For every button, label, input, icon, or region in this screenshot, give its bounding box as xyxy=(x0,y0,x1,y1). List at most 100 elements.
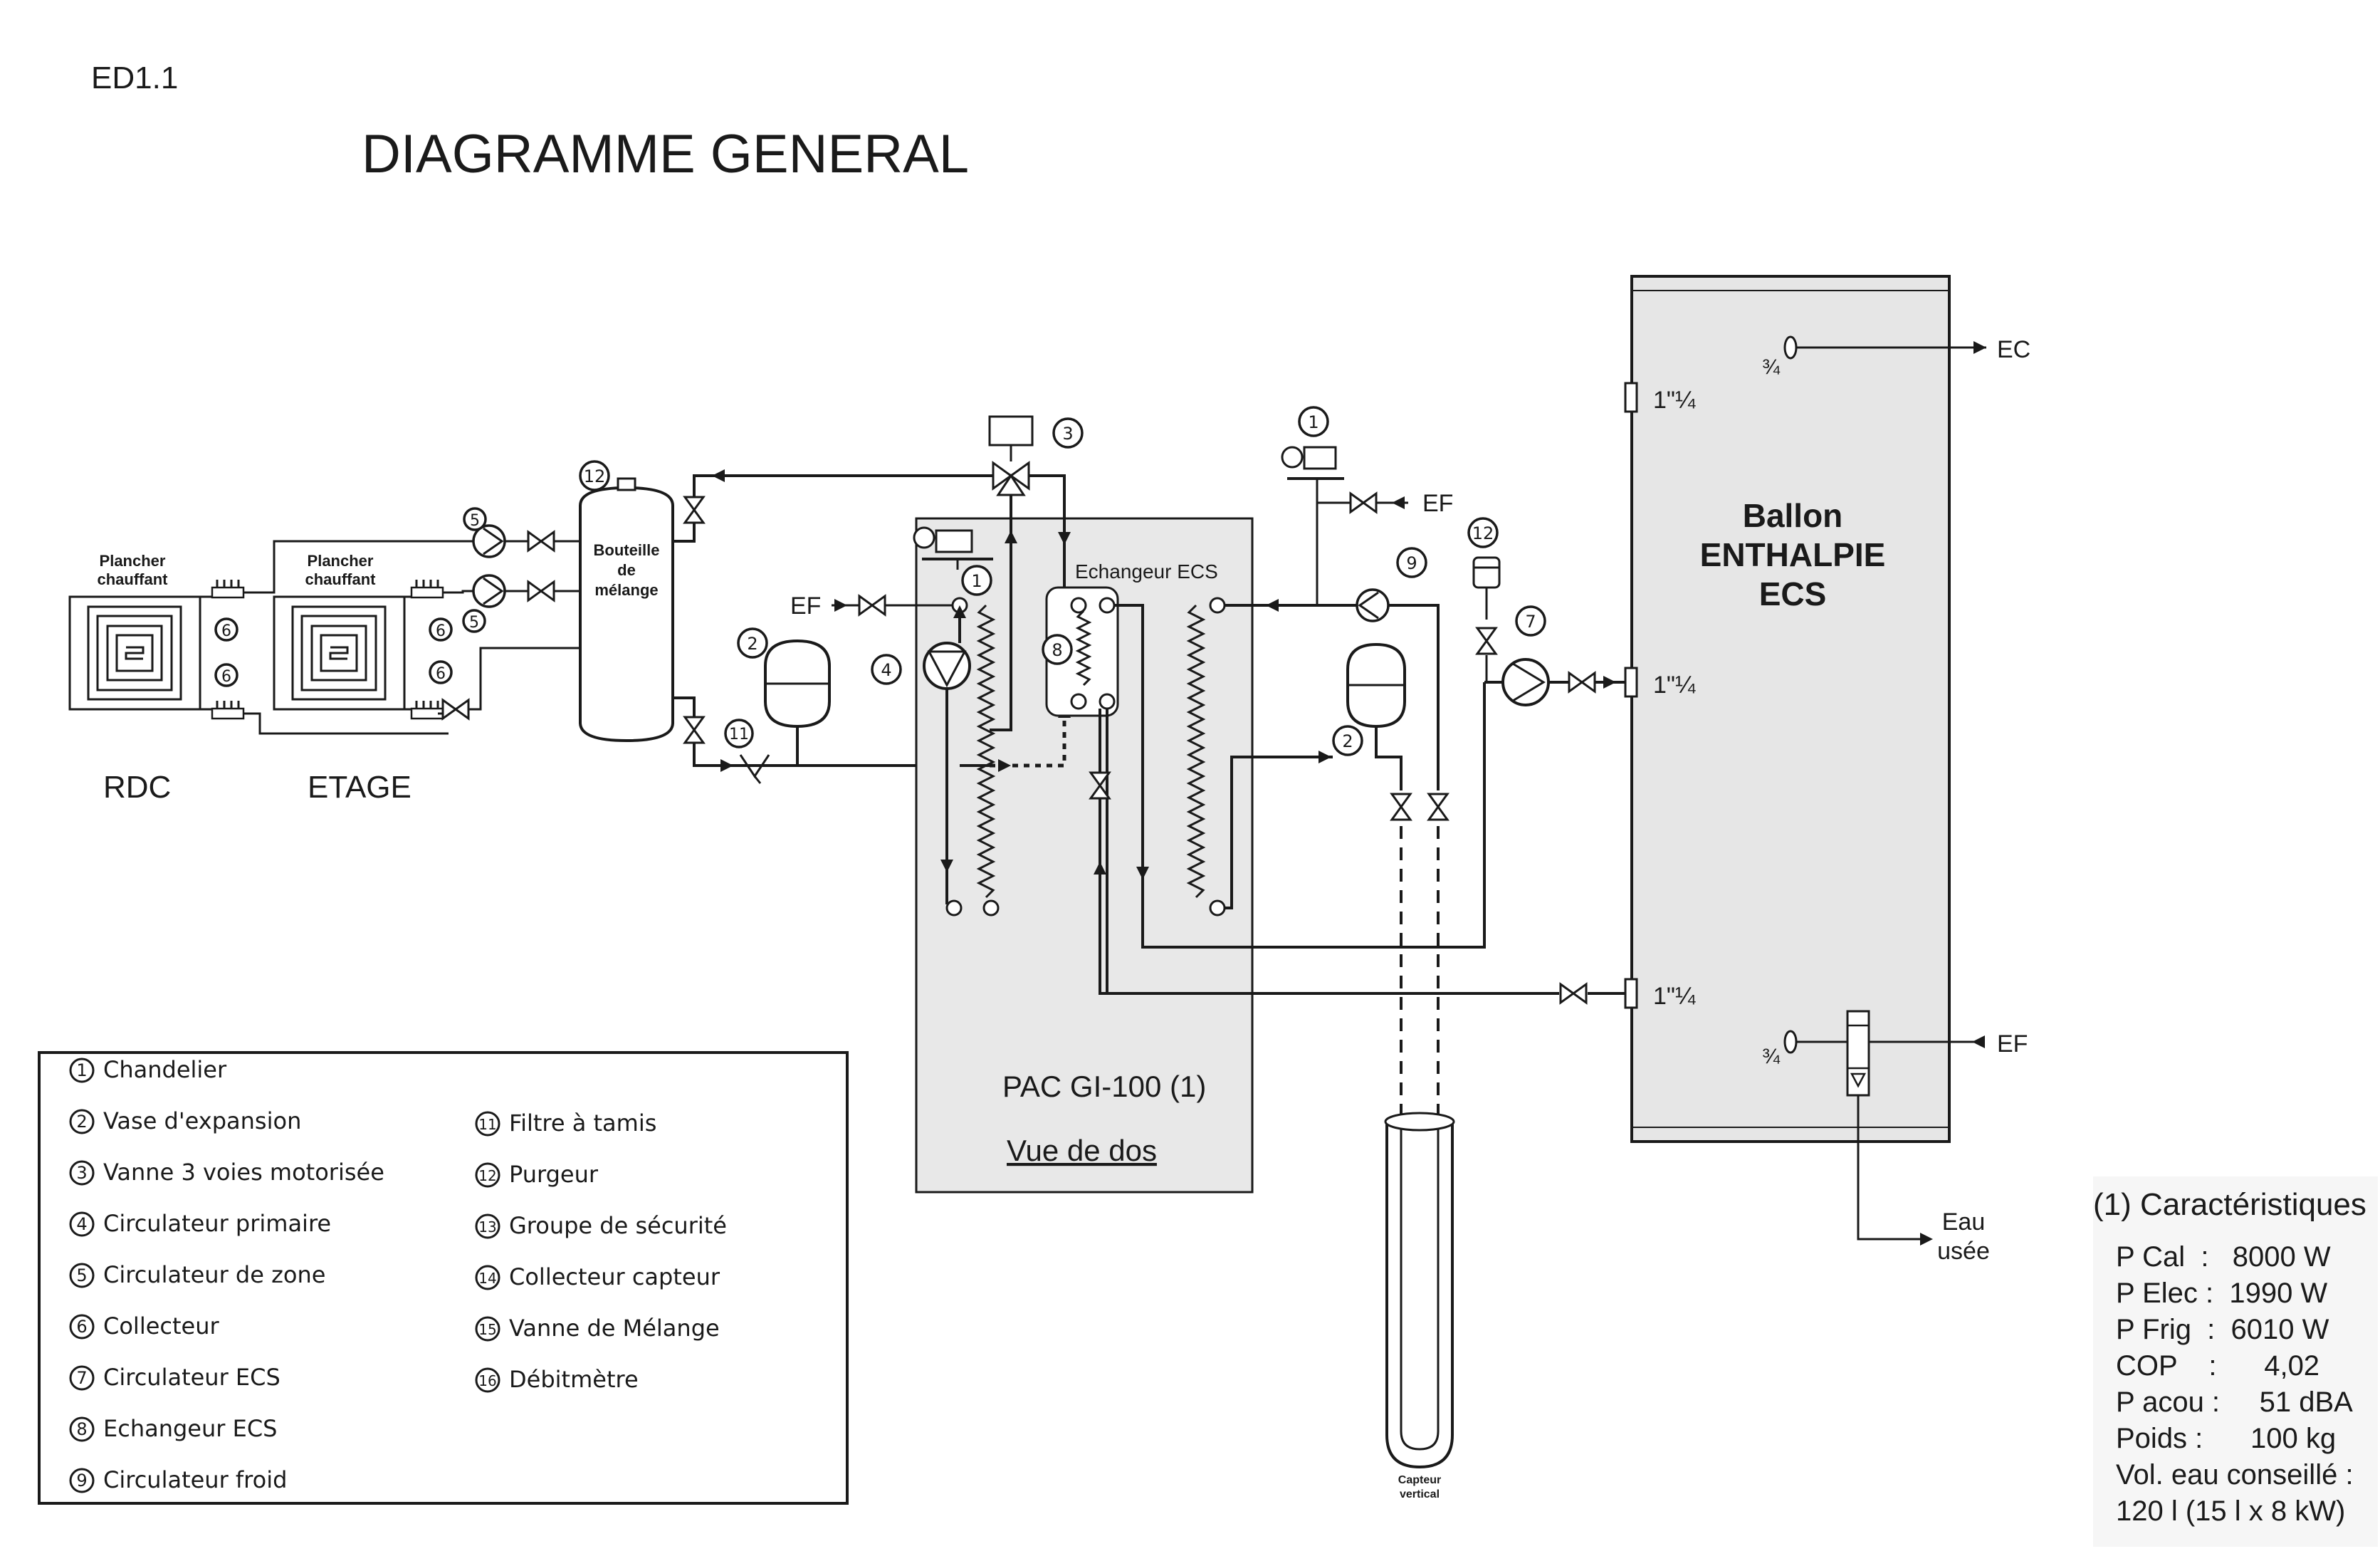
specs-lines: P Cal : 8000 WP Elec : 1990 WP Frig : 60… xyxy=(2116,1241,2354,1527)
svg-text:Capteur: Capteur xyxy=(1398,1474,1441,1486)
legend.left-text: Collecteur xyxy=(103,1312,220,1340)
legend.right-number-circle xyxy=(475,1162,500,1188)
marker-1-capteur: 1 xyxy=(1298,406,1329,437)
svg-text:3: 3 xyxy=(1062,424,1073,444)
vanne-capteur-1 xyxy=(1390,793,1412,821)
vanne-zone-3 xyxy=(441,699,470,720)
svg-text:4: 4 xyxy=(881,660,891,680)
marker-6d: 6 xyxy=(429,660,453,684)
marker-4: 4 xyxy=(871,654,902,685)
legend.left-number: 6 xyxy=(76,1317,87,1337)
pipe-echangeur-ballon-bas xyxy=(1099,709,1559,995)
marker-12-ecs: 12 xyxy=(1467,517,1499,548)
svg-text:mélange: mélange xyxy=(594,581,658,599)
legend.left-text: Circulateur primaire xyxy=(103,1210,331,1237)
collecteur-etage-top xyxy=(410,578,444,599)
circulateur-ecs xyxy=(1501,658,1550,706)
svg-text:5: 5 xyxy=(470,512,480,530)
vanne-ef-pac xyxy=(858,595,886,616)
legend.left-number-circle xyxy=(69,1416,95,1442)
plancher-etage-label-1: Plancher xyxy=(308,552,374,570)
legend.right-number: 12 xyxy=(478,1167,496,1184)
doc-reference: ED1.1 xyxy=(91,61,178,95)
svg-text:vertical: vertical xyxy=(1400,1488,1440,1500)
legend.left-number-circle xyxy=(69,1211,95,1237)
legend.left-text: Vase d'expansion xyxy=(103,1107,301,1134)
legend.right-number: 16 xyxy=(478,1372,496,1389)
legend.right-text: Vanne de Mélange xyxy=(509,1315,720,1342)
marker-2-left: 2 xyxy=(737,627,768,659)
marker-8: 8 xyxy=(1042,634,1073,665)
pipe-froid-capteur xyxy=(1388,604,1440,790)
svg-text:Bouteille: Bouteille xyxy=(594,541,660,559)
vanne-zone-2 xyxy=(527,580,555,602)
svg-text:6: 6 xyxy=(436,622,446,640)
plancher-rdc-label-2: chauffant xyxy=(98,570,169,588)
legend.left-number: 3 xyxy=(76,1163,87,1183)
legend.right-number-circle xyxy=(475,1111,500,1137)
pipe-ecs-circuit xyxy=(1141,682,1486,949)
legend.right-text: Groupe de sécurité xyxy=(509,1212,727,1239)
plancher-rdc-label-1: Plancher xyxy=(100,552,166,570)
ef-label-ballon: EF xyxy=(1997,1030,2028,1058)
svg-text:Ballon: Ballon xyxy=(1743,497,1843,534)
spec-line: P Cal : 8000 W xyxy=(2116,1241,2331,1273)
pipe-vanne3-echangeur xyxy=(1029,474,1066,598)
specs-title: (1) Caractéristiques xyxy=(2093,1187,2366,1222)
pipe-rdc-supply xyxy=(200,540,580,598)
legend.left-text: Echangeur ECS xyxy=(103,1415,277,1442)
chandelier-capteur xyxy=(1281,446,1344,605)
svg-text:5: 5 xyxy=(469,614,479,632)
filtre-tamis xyxy=(739,754,770,784)
spec-line: 120 l (15 l x 8 kW) xyxy=(2116,1495,2345,1527)
legend.right-text: Filtre à tamis xyxy=(509,1110,656,1137)
legend.left-number-circle xyxy=(69,1263,95,1288)
legend.left-number: 7 xyxy=(76,1368,87,1388)
ef-label-pac: EF xyxy=(790,592,821,620)
legend.left-number: 2 xyxy=(76,1112,87,1132)
legend.right-number-circle xyxy=(475,1316,500,1342)
ec-label: EC xyxy=(1997,336,2030,363)
plancher-etage: Plancher chauffant xyxy=(273,552,406,711)
svg-text:11: 11 xyxy=(729,726,749,743)
pipe-etage-supply xyxy=(404,590,580,598)
collecteur-etage-bottom xyxy=(410,699,444,720)
pipe-capteur-dashed xyxy=(1400,826,1440,1125)
legend.left-number: 1 xyxy=(76,1060,87,1080)
svg-text:de: de xyxy=(617,561,636,579)
svg-text:1: 1 xyxy=(971,571,982,591)
pipe-bypass-dotted xyxy=(990,716,1066,768)
svg-text:7: 7 xyxy=(1525,612,1536,632)
svg-text:2: 2 xyxy=(1342,731,1353,751)
vanne-zone-1 xyxy=(527,531,555,552)
legend.left-item-2: 2 Vase d'expansion xyxy=(69,1107,301,1134)
vanne-bouteille-bas xyxy=(683,716,705,744)
circulateur-zone-2 xyxy=(472,574,506,608)
svg-text:ECS: ECS xyxy=(1759,575,1827,612)
svg-text:1: 1 xyxy=(1308,412,1319,432)
page-title: DIAGRAMME GENERAL xyxy=(362,124,969,184)
marker-5a: 5 xyxy=(463,507,487,531)
legend.left-text: Circulateur de zone xyxy=(103,1261,325,1288)
legend.left-number-circle xyxy=(69,1160,95,1186)
svg-text:2: 2 xyxy=(747,634,757,654)
plancher-etage-label-2: chauffant xyxy=(305,570,377,588)
size-label-bas: 1"¼ xyxy=(1653,983,1696,1010)
size-label-haut: 1"¼ xyxy=(1653,387,1696,414)
svg-text:12: 12 xyxy=(1472,523,1494,543)
legend.right-text: Collecteur capteur xyxy=(509,1263,720,1290)
pipe-vanne3-down xyxy=(990,495,1012,731)
marker-6a: 6 xyxy=(214,617,238,642)
legend.left-number-circle xyxy=(69,1365,95,1391)
svg-text:6: 6 xyxy=(221,622,231,640)
size-34-ef: ¾ xyxy=(1762,1045,1781,1068)
